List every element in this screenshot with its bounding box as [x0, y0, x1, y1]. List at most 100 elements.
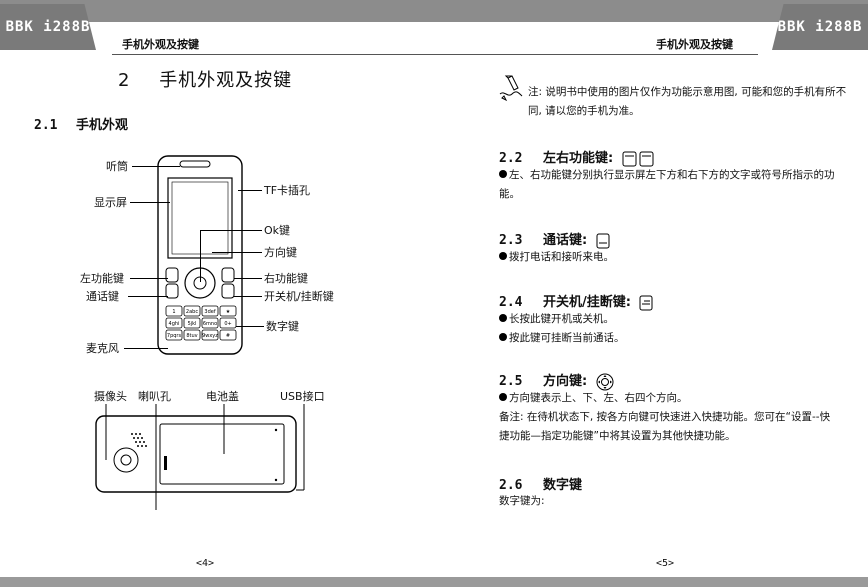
section-2-1-number: 2.1 — [34, 118, 58, 133]
section-2-4-line2: 按此键可挂断当前通话。 — [499, 329, 839, 348]
key-label: 7pqrs — [167, 333, 182, 339]
label-ok-key: Ok键 — [264, 224, 291, 237]
label-mic: 麦克风 — [86, 342, 119, 355]
label-number-keys: 数字键 — [266, 320, 299, 333]
brand-logo-right: BBK i288B — [772, 4, 868, 50]
section-2-6-title: 数字键 — [543, 478, 583, 493]
label-tf-slot: TF卡插孔 — [264, 184, 311, 197]
bullet-icon — [499, 333, 507, 341]
bullet-icon — [499, 252, 507, 260]
section-2-6-text: 数字键为: — [499, 495, 545, 507]
header-band-left — [0, 0, 434, 22]
call-key-icon — [596, 233, 610, 248]
label-right-soft-key: 右功能键 — [264, 272, 308, 285]
section-2-5-heading: 2.5 方向键: — [499, 370, 614, 391]
label-call-key: 通话键 — [86, 290, 119, 303]
speaker-holes — [131, 433, 147, 447]
section-2-4-body: 长按此键开机或关机。 按此键可挂断当前通话。 — [499, 310, 839, 348]
chapter-title: 手机外观及按键 — [159, 70, 293, 91]
leader-power-end-key — [234, 296, 262, 297]
label-nav-key: 方向键 — [264, 246, 297, 259]
section-2-5-title: 方向键: — [543, 374, 588, 389]
key-label: 3def — [204, 309, 215, 315]
key-label: 9wxyz — [202, 333, 218, 339]
bullet-icon — [499, 314, 507, 322]
note-prefix: 注: — [528, 86, 543, 98]
bullet-icon — [499, 170, 507, 178]
section-2-4-line1: 长按此键开机或关机。 — [499, 310, 839, 329]
section-2-3-number: 2.3 — [499, 233, 523, 248]
label-screen: 显示屏 — [94, 196, 127, 209]
left-page-number: <4> — [196, 558, 215, 569]
key-label: 6mno — [203, 321, 217, 327]
section-2-4-heading: 2.4 开关机/挂断键: — [499, 291, 653, 311]
phone-back-illustration — [95, 404, 305, 510]
key-label: ★ — [226, 309, 231, 315]
leader-number-keys — [236, 326, 264, 327]
note-block: 注: 说明书中使用的图片仅作为功能示意用图, 可能和您的手机有所不同, 请以您的… — [528, 83, 848, 121]
right-header-rule — [434, 54, 758, 55]
left-header-rule — [112, 54, 434, 55]
section-2-3-heading: 2.3 通话键: — [499, 229, 610, 249]
section-2-5-line1: 方向键表示上、下、左、右四个方向。 — [499, 389, 839, 408]
section-2-5-body: 方向键表示上、下、左、右四个方向。 备注: 在待机状态下, 按各方向键可快速进入… — [499, 389, 839, 446]
section-2-3-body: 拨打电话和接听来电。 — [499, 248, 839, 267]
section-2-3-text: 拨打电话和接听来电。 — [509, 251, 614, 263]
section-2-5-text2: 备注: 在待机状态下, 按各方向键可快速进入快捷功能。您可在“设置--快捷功能—… — [499, 411, 831, 442]
key-label: # — [226, 333, 230, 339]
chapter-number: 2 — [118, 70, 131, 91]
label-earpiece: 听筒 — [106, 160, 128, 173]
section-2-6-number: 2.6 — [499, 478, 523, 493]
leader-screen — [130, 202, 170, 203]
leader-right-soft-key — [234, 278, 262, 279]
section-2-1-heading: 2.1 手机外观 — [34, 114, 128, 133]
section-2-4-number: 2.4 — [499, 295, 523, 310]
key-label: 0+ — [224, 321, 231, 327]
right-page-number: <5> — [656, 558, 675, 569]
right-section-header: 手机外观及按键 — [656, 38, 733, 51]
section-2-5-text1: 方向键表示上、下、左、右四个方向。 — [509, 392, 688, 404]
section-2-6-body: 数字键为: — [499, 492, 839, 511]
label-left-soft-key: 左功能键 — [80, 272, 124, 285]
note-text: 说明书中使用的图片仅作为功能示意用图, 可能和您的手机有所不同, 请以您的手机为… — [528, 86, 847, 117]
section-2-2-number: 2.2 — [499, 151, 523, 166]
key-label: 2abc — [186, 309, 198, 315]
label-usb: USB接口 — [280, 390, 325, 403]
section-2-4-title: 开关机/挂断键: — [543, 295, 631, 310]
section-2-2-body: 左、右功能键分别执行显示屏左下方和右下方的文字或符号所指示的功能。 — [499, 166, 839, 204]
label-power-end-key: 开关机/挂断键 — [264, 290, 334, 303]
label-camera: 摄像头 — [94, 390, 127, 403]
keypad-grid — [165, 305, 237, 341]
key-label: 1 — [172, 309, 175, 315]
footer-band — [0, 577, 868, 587]
leader-mic — [124, 348, 168, 349]
section-2-2-title: 左右功能键: — [543, 151, 614, 166]
section-2-1-title: 手机外观 — [76, 118, 129, 133]
key-label: 8tuv — [186, 333, 197, 339]
leader-tf-slot — [238, 190, 262, 191]
leader-ok-key — [200, 230, 262, 231]
leader-call-key — [128, 296, 168, 297]
section-2-5-number: 2.5 — [499, 374, 523, 389]
section-2-2-text: 左、右功能键分别执行显示屏左下方和右下方的文字或符号所指示的功能。 — [499, 169, 835, 200]
key-label: 4ghi — [169, 321, 180, 327]
section-2-4-text2: 按此键可挂断当前通话。 — [509, 332, 625, 344]
chapter-heading: 2 手机外观及按键 — [118, 66, 292, 92]
power-end-key-icon — [639, 295, 653, 310]
brand-logo-left: BBK i288B — [0, 4, 96, 50]
label-battery: 电池盖 — [206, 390, 239, 403]
pencil-note-icon — [499, 75, 523, 102]
leader-ok-key-drop — [200, 230, 201, 282]
leader-left-soft-key — [130, 278, 168, 279]
section-2-6-heading: 2.6 数字键 — [499, 474, 582, 493]
leader-earpiece — [132, 166, 180, 167]
section-2-3-title: 通话键: — [543, 233, 588, 248]
section-2-4-text1: 长按此键开机或关机。 — [509, 313, 614, 325]
soft-keys-icon — [622, 151, 654, 166]
nav-key-icon — [596, 373, 614, 390]
leader-nav-key — [212, 252, 262, 253]
label-speaker: 喇叭孔 — [138, 390, 171, 403]
section-2-2-heading: 2.2 左右功能键: — [499, 147, 654, 167]
header-band-right — [434, 0, 868, 22]
bullet-icon — [499, 393, 507, 401]
